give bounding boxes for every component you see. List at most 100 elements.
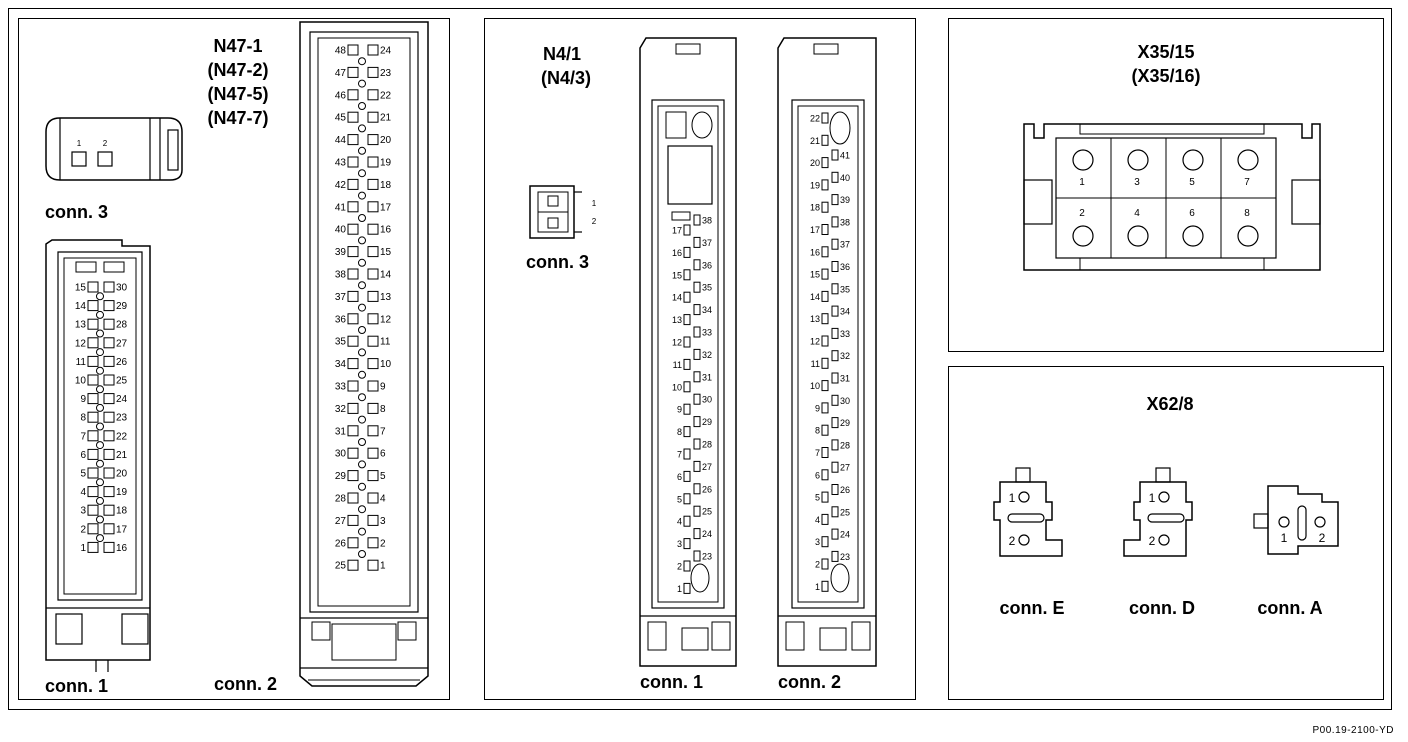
n4-conn1-pin-label: 2 — [677, 562, 682, 572]
n47-conn2-latch — [358, 370, 366, 379]
n4-conn1-pin-label: 3 — [677, 539, 682, 549]
n4-conn1-pin-label: 38 — [702, 216, 712, 226]
n47-title-line-2: (N47-2) — [207, 60, 269, 80]
n4-conn2-pin-socket — [821, 513, 829, 525]
panel-x35 — [948, 18, 1384, 352]
x35-pin-socket — [1072, 225, 1094, 247]
n47-conn1-pin-socket — [87, 411, 99, 423]
n47-conn2-pin-socket — [367, 313, 379, 325]
n4-conn2-pin-socket — [821, 246, 829, 258]
n47-conn2-latch — [358, 124, 366, 133]
n4-conn2-pin-socket — [831, 149, 839, 161]
n47-conn2-pin-socket — [367, 66, 379, 78]
n47-conn1-pin-socket — [103, 355, 115, 367]
n47-conn2-pin-socket — [347, 44, 359, 56]
n4-conn1-pin-socket — [683, 314, 691, 326]
figure-reference: P00.19-2100-YD — [1312, 725, 1394, 736]
n4-conn1-pin-label: 27 — [702, 462, 712, 472]
n4-title-line-2: (N4/3) — [540, 68, 592, 88]
n47-conn2-pin-label: 37 — [335, 292, 347, 303]
n4-conn2-pin-socket — [821, 201, 829, 213]
n4-conn1-pin-label: 8 — [677, 427, 682, 437]
n4-conn1-pin-socket — [693, 528, 701, 540]
n47-conn2-pin-label: 13 — [380, 292, 392, 303]
n47-conn2-pin-socket — [347, 402, 359, 414]
n47-conn3-pin-1: 1 — [77, 139, 82, 148]
n47-conn2-pin-socket — [367, 559, 379, 571]
n47-conn2-pin-label: 46 — [335, 90, 347, 101]
n4-conn2-pin-label: 20 — [810, 158, 820, 168]
n47-conn1-latch — [96, 310, 104, 319]
n47-conn1-pin-label: 15 — [75, 283, 87, 294]
x35-pin-socket — [1237, 225, 1259, 247]
x35-pin-socket — [1072, 149, 1094, 171]
n47-conn2-latch — [358, 79, 366, 88]
n4-conn2-pin-label: 39 — [840, 195, 850, 205]
x62-conn-d-drawing: 1 2 — [1123, 467, 1193, 557]
n4-conn1-pin-socket — [693, 371, 701, 383]
n4-conn1-pin-socket — [693, 304, 701, 316]
n47-conn1-pin-socket — [87, 300, 99, 312]
n4-conn1-pin-label: 32 — [702, 350, 712, 360]
n47-conn2-pin-label: 47 — [335, 68, 347, 79]
n4-conn2-pin-label: 21 — [810, 136, 820, 146]
n47-conn1-latch — [96, 422, 104, 431]
n4-conn1-pin-label: 35 — [702, 283, 712, 293]
n4-conn3-label: conn. 3 — [526, 252, 590, 272]
n47-conn1-pin-socket — [103, 337, 115, 349]
n47-conn2-pin-socket — [347, 425, 359, 437]
n4-conn2-pin-socket — [821, 157, 829, 169]
n4-conn1-pin-socket — [693, 214, 701, 226]
n4-conn1-pin-socket — [693, 281, 701, 293]
n47-conn1-latch — [96, 459, 104, 468]
n47-conn2-pin-socket — [347, 178, 359, 190]
n4-conn2-pin-socket — [831, 327, 839, 339]
n4-conn2-pin-label: 6 — [815, 470, 820, 480]
n4-conn2-pin-socket — [831, 261, 839, 272]
n4-conn1-pin-label: 14 — [672, 293, 682, 303]
n4-conn2-pin-socket — [831, 194, 839, 206]
n47-conn2-label: conn. 2 — [214, 674, 278, 694]
n47-conn1-pin-socket — [87, 504, 99, 516]
n47-conn2-pin-socket — [347, 537, 359, 549]
n4-conn2-pin-socket — [821, 313, 829, 325]
n4-conn2-pin-socket — [821, 558, 829, 570]
n47-conn2-pin-label: 27 — [335, 516, 347, 527]
n4-conn2-pin-socket — [831, 394, 839, 406]
n47-conn2-pin-label: 1 — [380, 561, 386, 572]
n4-conn1-pin-label: 4 — [677, 517, 682, 527]
n4-conn1-pin-socket — [683, 246, 691, 258]
n47-conn2-pin-label: 43 — [335, 158, 347, 169]
n47-conn1-pin-label: 3 — [80, 506, 86, 517]
n4-conn1-pin-socket — [693, 483, 701, 495]
x62-conn-a-pin-1: 1 — [1281, 531, 1288, 545]
n47-conn2-pin-socket — [367, 156, 379, 168]
n4-conn2-pin-socket — [821, 357, 829, 369]
n47-conn1-pin-socket — [87, 281, 99, 293]
n4-conn1-pin-socket — [683, 336, 691, 348]
n47-conn1-pin-label: 19 — [116, 487, 128, 498]
n47-conn1-pin-socket — [87, 355, 99, 367]
n4-conn2-pin-label: 2 — [815, 560, 820, 570]
x35-pin-socket — [1237, 149, 1259, 171]
n47-conn2-pin-label: 26 — [335, 538, 347, 549]
n4-conn2-pin-socket — [821, 491, 829, 503]
x35-pin-label: 7 — [1244, 177, 1250, 188]
x62-conn-e-pin-1: 1 — [1009, 491, 1016, 505]
n47-conn2-pin-socket — [347, 358, 359, 370]
n47-conn1-pin-label: 22 — [116, 431, 128, 442]
n4-conn2-pin-socket — [831, 216, 839, 228]
n47-conn2-pin-socket — [367, 134, 379, 146]
n47-conn2-latch — [358, 326, 366, 334]
n47-title-line-1: N47-1 — [213, 36, 263, 56]
n4-conn1-pin-socket — [683, 358, 691, 370]
n47-conn1-latch — [96, 534, 104, 543]
n47-conn2-pin-label: 16 — [380, 225, 392, 236]
n4-conn2-pin-socket — [821, 580, 829, 592]
n4-conn1-pin-socket — [693, 348, 701, 360]
n4-conn2-pins: 2241214020391938183717361635153414331332… — [810, 112, 850, 592]
n4-conn1-pin-label: 5 — [677, 494, 682, 504]
